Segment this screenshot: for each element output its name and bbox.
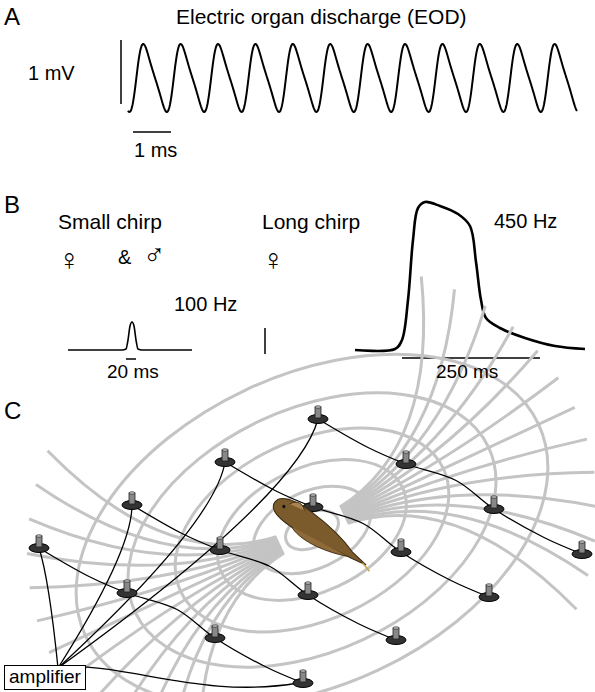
scale-label: 100 Hz xyxy=(174,293,237,315)
panel-letter: A xyxy=(4,4,20,30)
female-symbol: ♀ xyxy=(58,243,81,276)
frequency-label: 450 Hz xyxy=(494,210,557,232)
panel-title: Electric organ discharge (EOD) xyxy=(176,5,467,28)
chirp-name: Small chirp xyxy=(58,210,162,233)
amplifier-box: amplifier xyxy=(4,665,86,690)
frequency-scale-bar xyxy=(264,328,266,354)
electrode-array xyxy=(29,406,592,688)
long-chirp-trace xyxy=(355,202,585,351)
panel-letter: C xyxy=(4,398,21,424)
scale-label: 1 ms xyxy=(134,139,177,161)
time-scale-bar xyxy=(133,131,171,133)
electric-field-lines xyxy=(0,241,595,692)
electrode-wires xyxy=(39,419,582,687)
chirp-name: Long chirp xyxy=(262,210,360,233)
eod-trace xyxy=(128,44,577,112)
voltage-scale-bar xyxy=(120,40,122,104)
time-scale-bar xyxy=(126,358,136,360)
scale-label: 1 mV xyxy=(28,62,75,84)
scale-label: 250 ms xyxy=(436,362,498,383)
and-sign: & xyxy=(118,246,131,268)
fish-illustration xyxy=(265,493,382,574)
male-symbol: ♂ xyxy=(143,238,166,271)
scale-label: 20 ms xyxy=(107,362,159,383)
panel-letter: B xyxy=(4,192,20,218)
female-symbol: ♀ xyxy=(262,243,285,276)
box-label: amplifier xyxy=(9,667,81,688)
small-chirp-trace xyxy=(68,322,192,350)
